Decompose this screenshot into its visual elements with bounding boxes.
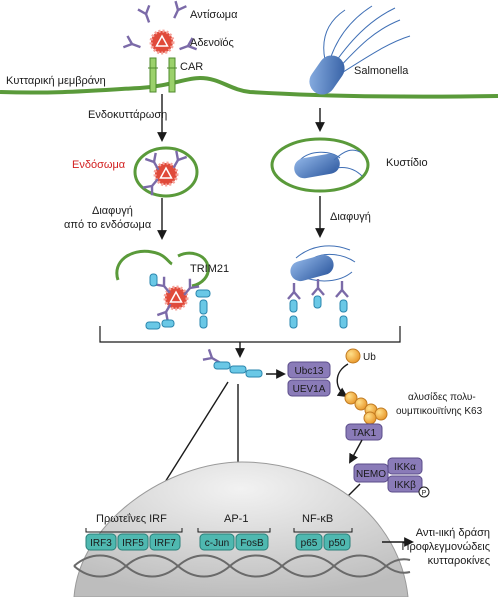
escape-label: Διαφυγή [330,211,371,223]
adenovirus-cytosol-icon [153,275,201,323]
ikk-complex: NEMO IKKα IKKβ P [353,457,430,498]
salmonella-label: Salmonella [354,65,409,77]
cjun-box: c-Jun [199,533,235,551]
convergence-bracket [99,326,401,343]
svg-text:p50: p50 [329,538,346,549]
svg-text:IRF3: IRF3 [90,538,112,549]
endosome-escape-label-1: Διαφυγή [92,205,133,217]
ap1-label: AP-1 [224,513,248,525]
svg-text:FosB: FosB [240,538,264,549]
svg-text:c-Jun: c-Jun [205,538,229,549]
activated-trim21-icon [201,348,263,378]
svg-text:IKKβ: IKKβ [394,480,416,491]
antibody-label: Αντίσωμα [190,9,238,21]
k63-label-2: ουμπικουϊτίνης K63 [396,405,483,417]
k63-polyubiquitin-chain [344,391,388,425]
irf7-box: IRF7 [149,533,181,551]
dna-helix [73,554,411,578]
car-label: CAR [180,61,203,73]
car-receptor-icon [148,57,177,93]
ubiquitin-icon [345,348,361,364]
nucleus [73,461,409,597]
ruptured-endosome [115,249,210,288]
svg-text:TAK1: TAK1 [352,428,377,439]
irf-proteins-label: Πρωτεΐνες IRF [96,513,167,525]
outcome-proinflammatory: Προφλεγμονώδεις [402,541,490,553]
p50-box: p50 [323,533,351,551]
svg-text:UEV1A: UEV1A [293,384,326,395]
svg-text:IRF5: IRF5 [122,538,144,549]
trim21-label: TRIM21 [190,263,229,275]
vacuole [270,137,370,193]
nfkb-label: NF-κB [302,513,333,525]
phospho-icon [418,486,430,498]
svg-text:P: P [422,490,427,497]
p65-box: p65 [295,533,323,551]
trim21-icon [145,273,211,330]
tak1-box: TAK1 [345,423,383,441]
svg-text:IRF7: IRF7 [154,538,176,549]
ub-label: Ub [363,352,376,363]
vacuole-label: Κυστίδιο [386,157,428,169]
irf5-box: IRF5 [117,533,149,551]
endosome-escape-label-2: από το ενδόσωμα [64,219,152,231]
k63-label-1: αλυσίδες πολυ- [408,391,476,403]
irf3-box: IRF3 [85,533,117,551]
salmonella-cytosol-icon [286,245,356,329]
svg-text:p65: p65 [301,538,318,549]
ubc13-box: Ubc13 [287,361,331,379]
svg-text:Ubc13: Ubc13 [295,366,324,377]
svg-text:NEMO: NEMO [356,469,386,480]
cell-membrane-label: Κυτταρική μεμβράνη [6,75,106,87]
uev1a-box: UEV1A [287,379,331,397]
endosome-label: Ενδόσωμα [72,159,126,171]
svg-text:IKKα: IKKα [394,462,416,473]
cell-membrane [0,75,498,99]
adenovirus-label: Αδενοϊός [190,37,234,49]
endosome [133,146,199,198]
outcome-cytokines: κυτταροκίνες [428,555,490,567]
salmonella-icon [309,5,411,95]
outcome-antiviral: Αντι-ιική δράση [416,527,490,539]
adenovirus-icon [149,29,175,55]
endocytosis-label: Ενδοκυττάρωση [88,109,167,121]
fosb-box: FosB [235,533,269,551]
